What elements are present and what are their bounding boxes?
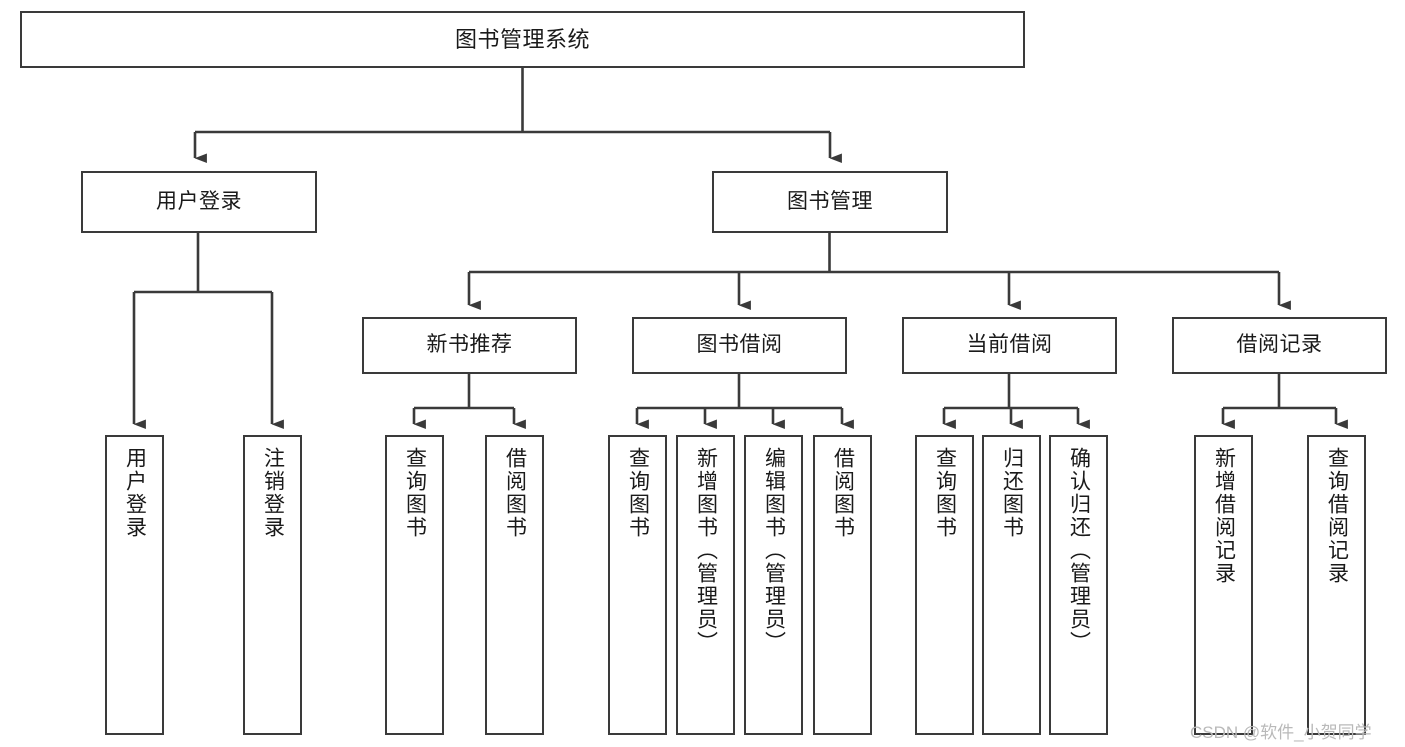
node-label: 图书借阅 [696, 333, 783, 357]
node-label: 当前借阅 [966, 333, 1053, 357]
node-label: 注销登录 [261, 447, 285, 539]
node-label: 查询图书 [933, 447, 957, 539]
node-current-borrow[interactable]: 当前借阅 [902, 317, 1117, 374]
node-leaf-edit-book[interactable]: 编辑图书（管理员） [744, 435, 803, 735]
node-leaf-query-book-3[interactable]: 查询图书 [915, 435, 974, 735]
node-label: 借阅记录 [1236, 333, 1323, 357]
node-label: 确认归还（管理员） [1067, 447, 1091, 654]
node-leaf-query-record[interactable]: 查询借阅记录 [1307, 435, 1366, 735]
node-root-system[interactable]: 图书管理系统 [20, 11, 1025, 68]
node-leaf-query-book-1[interactable]: 查询图书 [385, 435, 444, 735]
node-label: 查询图书 [403, 447, 427, 539]
node-leaf-query-book-2[interactable]: 查询图书 [608, 435, 667, 735]
node-label: 用户登录 [123, 447, 147, 539]
node-book-borrow[interactable]: 图书借阅 [632, 317, 847, 374]
watermark-text: CSDN @软件_小贺同学 [1190, 723, 1372, 742]
node-leaf-add-record[interactable]: 新增借阅记录 [1194, 435, 1253, 735]
node-leaf-add-book[interactable]: 新增图书（管理员） [676, 435, 735, 735]
node-label: 图书管理 [787, 189, 873, 213]
node-leaf-user-login[interactable]: 用户登录 [105, 435, 164, 735]
node-book-manage[interactable]: 图书管理 [712, 171, 948, 233]
node-label: 查询借阅记录 [1325, 447, 1349, 585]
node-label: 借阅图书 [503, 447, 527, 539]
node-borrow-record[interactable]: 借阅记录 [1172, 317, 1387, 374]
node-label: 用户登录 [156, 189, 242, 213]
node-label: 新增借阅记录 [1212, 447, 1236, 585]
node-label: 新书推荐 [426, 333, 513, 357]
node-label: 图书管理系统 [454, 26, 590, 52]
node-leaf-return-book[interactable]: 归还图书 [982, 435, 1041, 735]
node-label: 借阅图书 [831, 447, 855, 539]
node-leaf-logout-login[interactable]: 注销登录 [243, 435, 302, 735]
node-label: 查询图书 [626, 447, 650, 539]
node-leaf-borrow-book-2[interactable]: 借阅图书 [813, 435, 872, 735]
node-leaf-borrow-book-1[interactable]: 借阅图书 [485, 435, 544, 735]
node-label: 归还图书 [1000, 447, 1024, 539]
node-label: 编辑图书（管理员） [762, 447, 786, 654]
node-leaf-confirm-return[interactable]: 确认归还（管理员） [1049, 435, 1108, 735]
node-label: 新增图书（管理员） [694, 447, 718, 654]
node-new-book-recommend[interactable]: 新书推荐 [362, 317, 577, 374]
node-user-login[interactable]: 用户登录 [81, 171, 317, 233]
